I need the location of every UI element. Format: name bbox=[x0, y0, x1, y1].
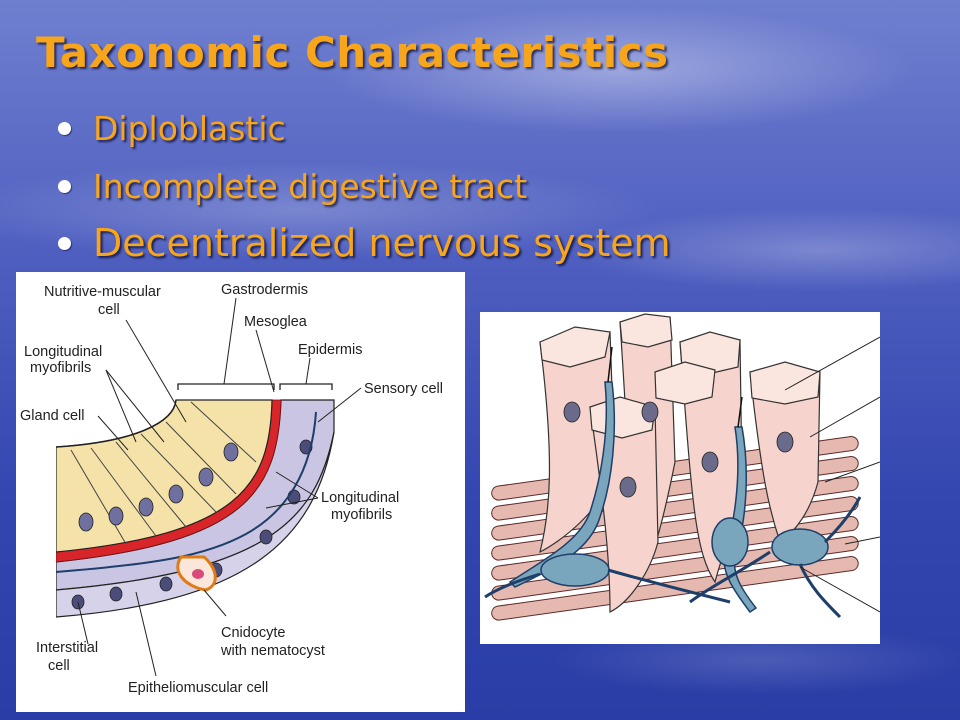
label-epidermis: Epidermis bbox=[298, 342, 362, 358]
label-nutritive-muscular-cell-2: cell bbox=[98, 302, 120, 318]
label-longitudinal-myofibrils-top-2: myofibrils bbox=[30, 360, 91, 376]
label-longitudinal-myofibrils-right: Longitudinal bbox=[321, 490, 399, 506]
label-cnidocyte: Cnidocyte bbox=[221, 625, 285, 641]
nerve-net-illustration bbox=[480, 312, 881, 644]
label-longitudinal-myofibrils-right-2: myofibrils bbox=[331, 507, 392, 523]
label-interstitial-cell-2: cell bbox=[48, 658, 70, 674]
bullet-item: Diploblastic bbox=[58, 108, 671, 148]
label-interstitial-cell: Interstitial bbox=[36, 640, 98, 656]
label-longitudinal-myofibrils-top: Longitudinal bbox=[24, 344, 102, 360]
bullet-dot-icon bbox=[58, 236, 71, 250]
nerve-net-svg bbox=[484, 313, 881, 621]
slide-title: Taxonomic Characteristics bbox=[36, 28, 669, 77]
bullet-text: Diploblastic bbox=[93, 108, 286, 148]
label-mesoglea: Mesoglea bbox=[244, 314, 308, 330]
bullet-item: Incomplete digestive tract bbox=[58, 166, 671, 206]
bullet-item: Decentralized nervous system bbox=[58, 220, 671, 266]
label-nutritive-muscular-cell: Nutritive-muscular bbox=[44, 284, 161, 300]
label-cnidocyte-2: with nematocyst bbox=[220, 643, 325, 659]
bullet-dot-icon bbox=[58, 121, 71, 135]
label-gland-cell: Gland cell bbox=[20, 408, 84, 424]
label-epitheliomuscular-cell: Epitheliomuscular cell bbox=[128, 680, 268, 696]
bullet-list: Diploblastic Incomplete digestive tract … bbox=[58, 108, 671, 266]
body-wall-diagram-svg: Nutritive-muscular cell Gastrodermis Mes… bbox=[20, 282, 443, 696]
bullet-text: Incomplete digestive tract bbox=[93, 166, 528, 206]
label-sensory-cell: Sensory cell bbox=[364, 381, 443, 397]
body-wall-diagram: Nutritive-muscular cell Gastrodermis Mes… bbox=[16, 272, 465, 712]
bullet-dot-icon bbox=[58, 179, 71, 193]
label-gastrodermis: Gastrodermis bbox=[221, 282, 308, 298]
bullet-text: Decentralized nervous system bbox=[93, 221, 671, 265]
nerve-cells bbox=[508, 381, 829, 614]
